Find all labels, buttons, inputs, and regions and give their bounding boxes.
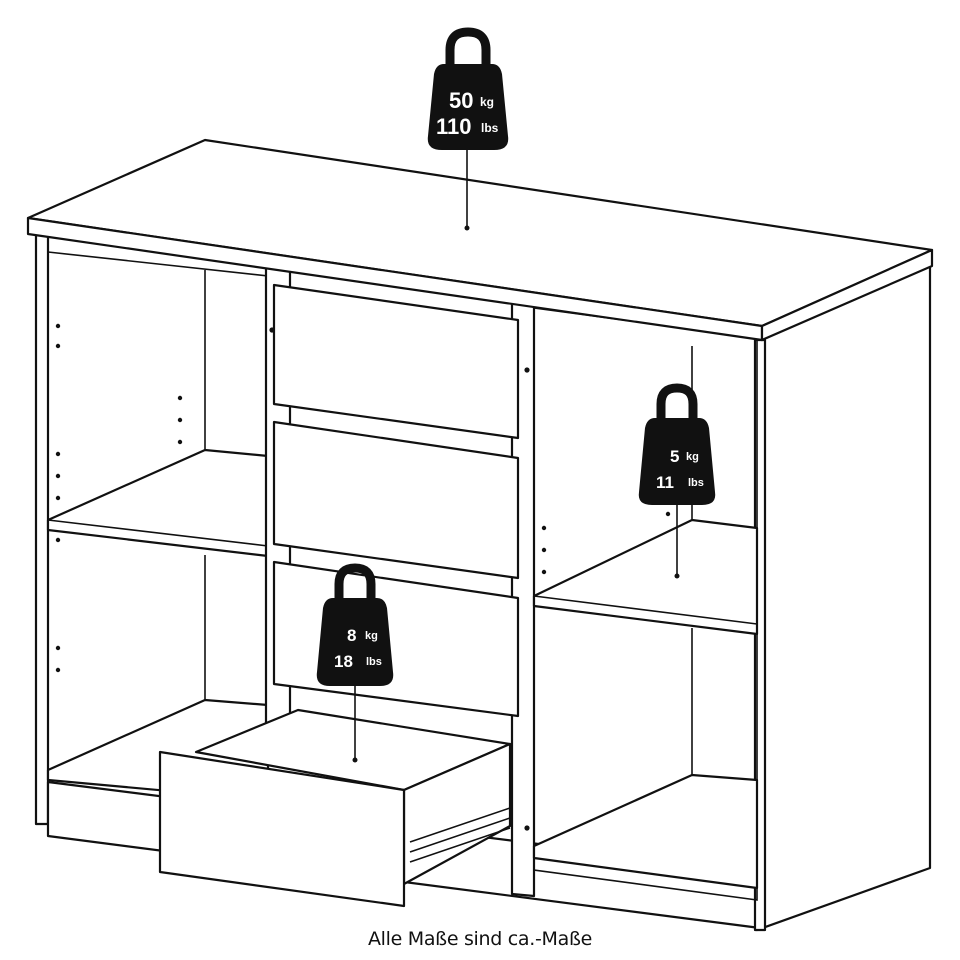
- weight-top-secondary-unit: lbs: [481, 121, 499, 135]
- drawer-1[interactable]: [272, 283, 520, 440]
- weight-drawer-primary-unit: kg: [365, 630, 378, 642]
- shelf-pin-holes: [55, 323, 671, 831]
- weight-shelf-secondary-value: 11: [656, 473, 674, 492]
- weight-top-primary-unit: kg: [480, 95, 494, 109]
- left-side-panel: [34, 232, 50, 826]
- right-side-panel: [755, 264, 932, 932]
- weight-indicator-top: 50 kg 110 lbs: [427, 27, 509, 231]
- weight-icon: [638, 383, 716, 505]
- weight-top-secondary-value: 110: [436, 114, 472, 139]
- right-shelf: [532, 518, 759, 636]
- weight-indicator-shelf: 5 kg 11 lbs: [638, 383, 716, 579]
- left-shelf: [46, 448, 270, 558]
- weight-drawer-secondary-unit: lbs: [366, 656, 382, 668]
- open-drawer-front[interactable]: [158, 750, 406, 908]
- dimensions-disclaimer: Alle Maße sind ca.-Maße: [367, 928, 593, 950]
- drawer-3[interactable]: [272, 560, 520, 718]
- weight-icon: [316, 563, 394, 686]
- weight-icon: [427, 27, 509, 150]
- right-bottom-shelf: [532, 773, 759, 890]
- weight-shelf-primary-unit: kg: [686, 451, 699, 463]
- top-board-side: [760, 248, 934, 342]
- drawer-2[interactable]: [272, 420, 520, 580]
- weight-shelf-primary-value: 5: [670, 447, 679, 466]
- weight-indicator-drawer: 8 kg 18 lbs: [316, 563, 394, 763]
- weight-drawer-secondary-value: 18: [334, 652, 353, 671]
- weight-shelf-secondary-unit: lbs: [688, 477, 704, 489]
- weight-drawer-primary-value: 8: [347, 626, 356, 645]
- weight-top-primary-value: 50: [449, 88, 473, 113]
